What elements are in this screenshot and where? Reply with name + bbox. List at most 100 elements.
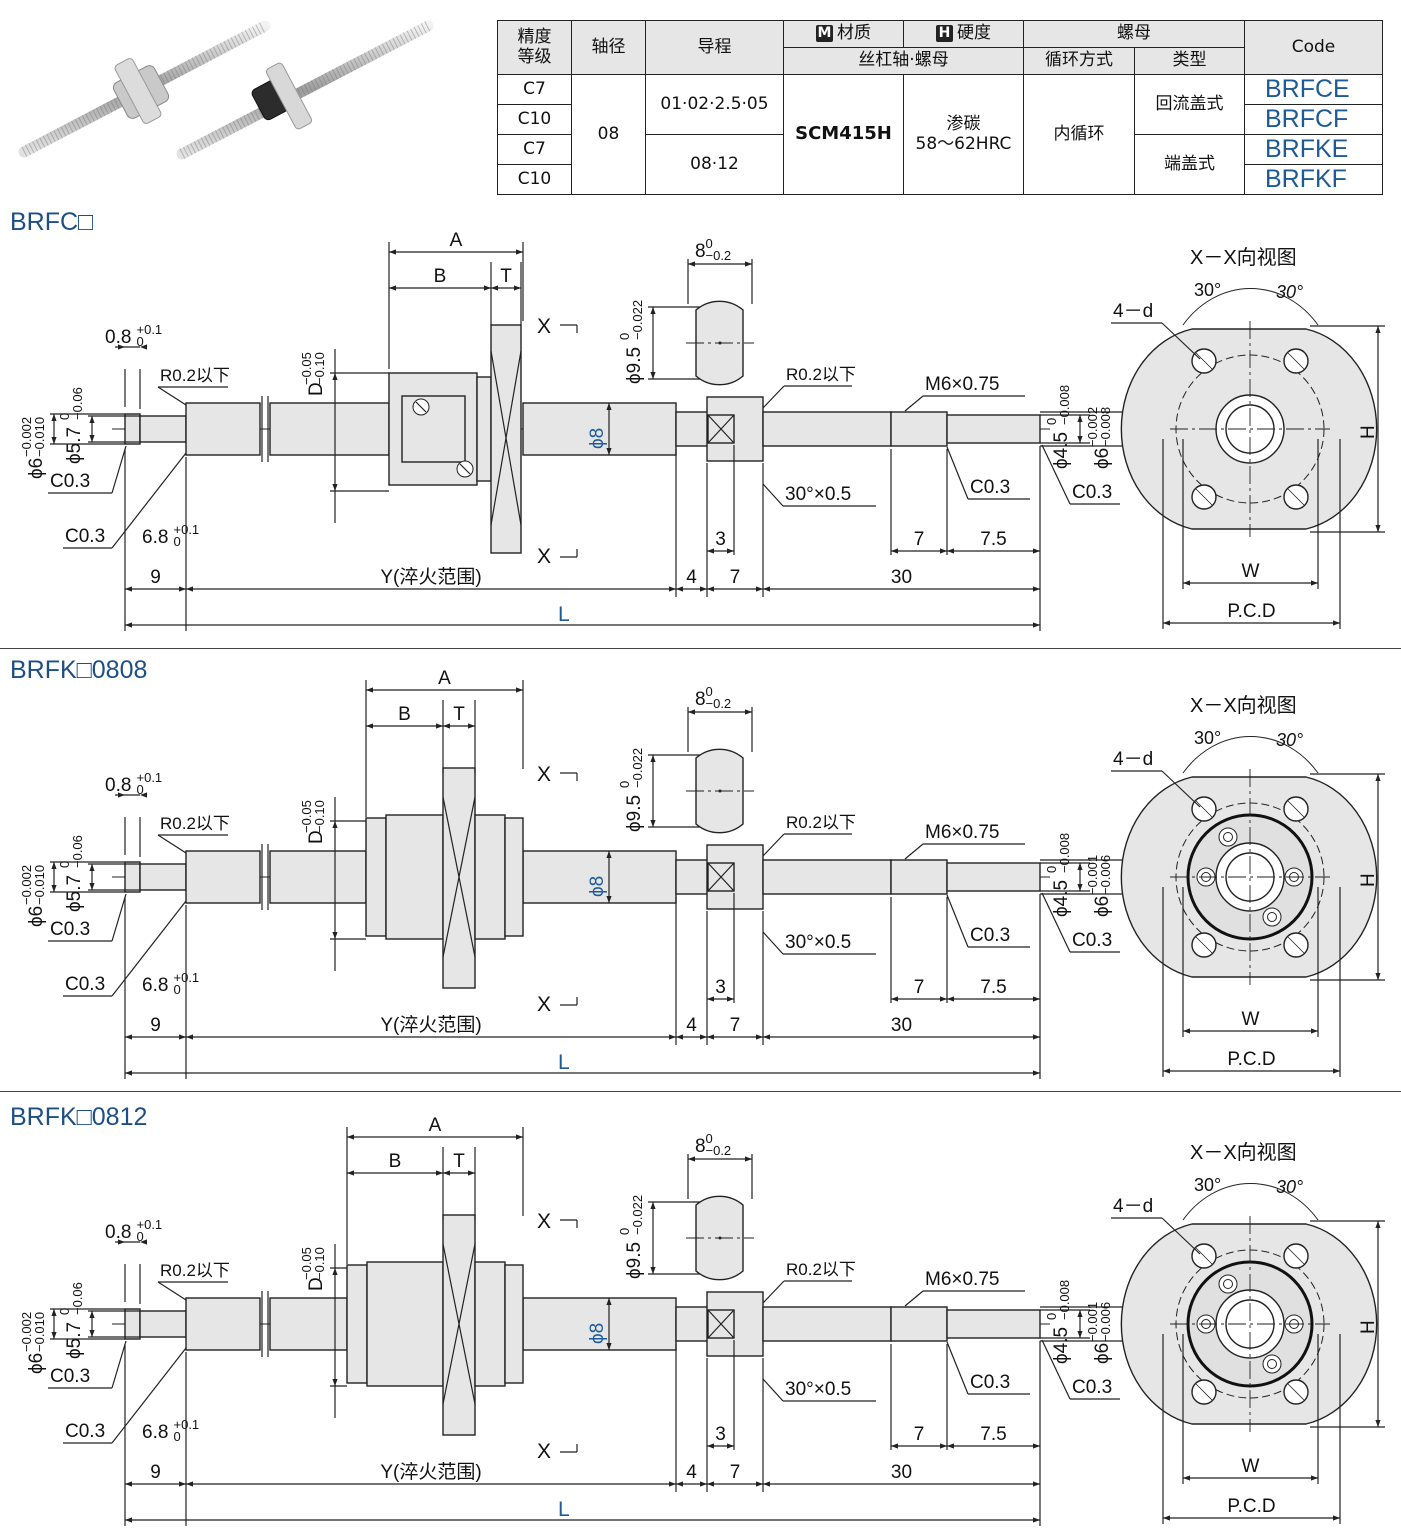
- dim-30: 30: [891, 1462, 912, 1483]
- dim-arrow: [484, 285, 491, 291]
- dim-arrow: [1163, 1515, 1170, 1521]
- dim-7: 7: [730, 1462, 741, 1483]
- dim-arrow: [1033, 622, 1040, 628]
- hex-cross: [707, 1309, 735, 1339]
- dim-3: 3: [715, 1424, 726, 1445]
- dim-phi4.5: ϕ4.5: [1051, 432, 1072, 469]
- dim-8-upper: 0: [706, 1131, 713, 1146]
- dim-line: [1161, 1217, 1201, 1255]
- dim-arrow: [389, 285, 396, 291]
- dim-arrow: [650, 1267, 656, 1274]
- dim-arrow: [727, 1443, 734, 1449]
- code-link[interactable]: BRFKE: [1244, 134, 1383, 165]
- dim-arrow: [1333, 620, 1340, 626]
- dim-arrow: [468, 1170, 475, 1176]
- dim-4: 4: [686, 567, 697, 588]
- dim-8: 8: [695, 689, 706, 710]
- dim-phi6-lower: −0.006: [1098, 1302, 1113, 1342]
- dim-arrow: [1375, 774, 1381, 781]
- shaft-neck: [139, 1310, 187, 1338]
- dim-line: [111, 1340, 127, 1389]
- dim-hole: 4－d: [1113, 749, 1153, 770]
- dim-8-upper: 0: [706, 236, 713, 251]
- dim-arrow: [707, 548, 714, 554]
- dim-arrow: [1375, 525, 1381, 532]
- dim-R0.2: R0.2以下: [160, 1261, 230, 1280]
- dim-arrow: [1183, 1475, 1190, 1481]
- dim-phi4.5-lower: −0.008: [1057, 1280, 1072, 1320]
- dim-phi6: ϕ6: [26, 906, 47, 927]
- dim-arrow: [332, 1379, 338, 1386]
- dim-arrow: [89, 1311, 95, 1318]
- dim-phi9.5-upper: 0: [617, 1228, 632, 1235]
- code-link[interactable]: BRFCE: [1244, 74, 1383, 105]
- dim-arrow: [1033, 996, 1040, 1002]
- dim-line: [762, 385, 785, 409]
- dim-L: L: [558, 1498, 570, 1521]
- dim-30: 30: [891, 1015, 912, 1036]
- dim-T: T: [500, 266, 512, 287]
- panel-divider: [0, 1091, 1401, 1092]
- dim-chamfer: 30°×0.5: [785, 484, 851, 505]
- dim-L: L: [558, 1051, 570, 1074]
- dim-arrow: [700, 586, 707, 592]
- code-link[interactable]: BRFKF: [1244, 164, 1383, 195]
- panel-title: BRFK□0812: [10, 1103, 147, 1131]
- dim-arrow: [118, 1239, 125, 1245]
- shaft-tip: [946, 1309, 1041, 1339]
- dim-arrow: [707, 996, 714, 1002]
- dim-phi9.5-lower: −0.022: [630, 748, 645, 788]
- dim-arrow: [669, 1034, 676, 1040]
- shaft-end: [762, 411, 892, 447]
- dim-arrow: [332, 373, 338, 380]
- dim-arrow: [366, 687, 373, 693]
- dim-line: [762, 1378, 784, 1402]
- dim-arrow: [727, 548, 734, 554]
- dim-arrow: [727, 996, 734, 1002]
- center-line: [1287, 1383, 1305, 1401]
- dim-arrow: [332, 821, 338, 828]
- dim-arrow: [650, 372, 656, 379]
- header-lead: 导程: [645, 20, 784, 75]
- dim-arrow: [891, 1443, 898, 1449]
- screw-icon: [1267, 912, 1277, 922]
- section-mark-X: X: [537, 763, 551, 786]
- lead-cell-2: 08·12: [645, 134, 784, 195]
- dim-D: D: [306, 382, 327, 396]
- dim-arrow: [940, 548, 947, 554]
- dim-M6: M6×0.75: [925, 822, 999, 843]
- dim-phi9.5-upper: 0: [617, 781, 632, 788]
- panel-divider: [0, 648, 1401, 649]
- dim-arrow: [125, 1517, 132, 1523]
- dim-C0.3: C0.3: [50, 471, 90, 492]
- dim-PCD: P.C.D: [1227, 1496, 1275, 1517]
- dim-arrow: [650, 1202, 656, 1209]
- dim-arrow: [700, 1034, 707, 1040]
- dim-phi4.5-upper: 0: [1044, 418, 1059, 425]
- dim-line: [762, 1280, 785, 1304]
- dim-phi8: ϕ8: [587, 1323, 608, 1344]
- dim-phi6-upper: −0.002: [19, 417, 34, 457]
- dim-phi5.7-upper: 0: [57, 413, 72, 420]
- header-hardness-label: 硬度: [957, 23, 991, 44]
- code-link[interactable]: BRFCF: [1244, 104, 1383, 135]
- dim-C0.3: C0.3: [1072, 482, 1112, 503]
- dim-8-upper: 0: [706, 684, 713, 699]
- dim-B: B: [398, 704, 411, 725]
- dim-D: D: [306, 830, 327, 844]
- dim-line: [1161, 770, 1201, 808]
- nut-neck: [476, 376, 492, 482]
- dim-phi4.5: ϕ4.5: [1051, 880, 1072, 917]
- dim-arrow: [763, 1034, 770, 1040]
- shaft-body: [185, 850, 261, 904]
- dim-4: 4: [686, 1462, 697, 1483]
- dim-line: [946, 446, 969, 500]
- shaft-end-step: [124, 861, 141, 893]
- dim-arrow: [650, 755, 656, 762]
- dim-phi5.7: ϕ5.7: [64, 427, 85, 464]
- nut-ring: [365, 817, 387, 937]
- center-line: [1287, 352, 1305, 370]
- header-nut: 螺母: [1023, 20, 1245, 48]
- dim-D-lower: −0.10: [312, 1247, 327, 1280]
